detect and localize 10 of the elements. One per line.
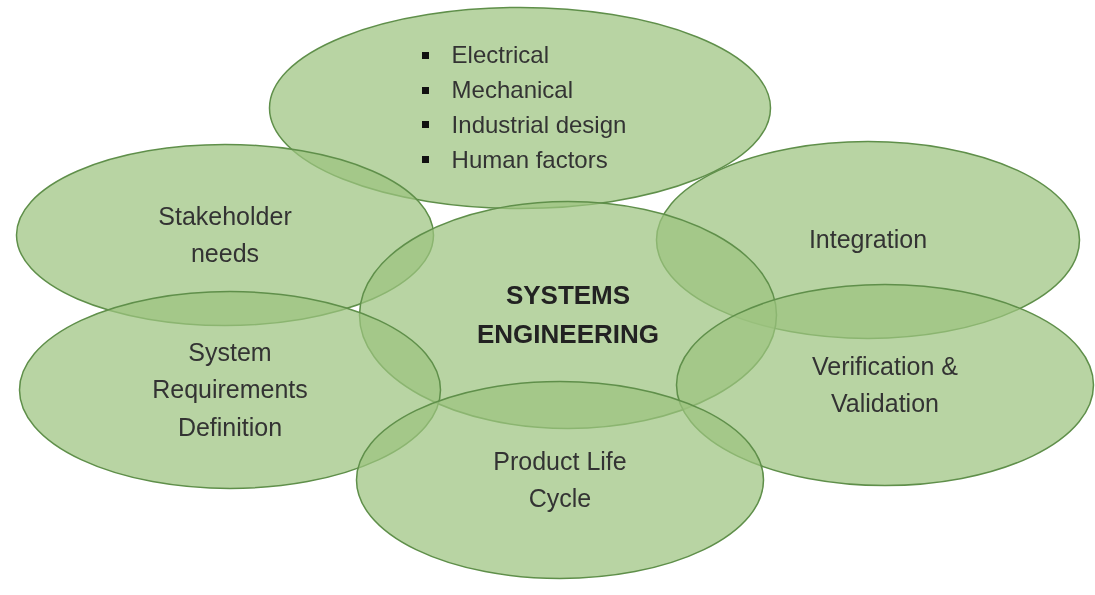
bullet-item: Industrial design [413, 108, 627, 143]
central-title: SYSTEMS ENGINEERING [476, 279, 660, 351]
topic-label: Integration [808, 224, 928, 256]
bullet-item: Mechanical [413, 73, 573, 108]
topic-label: Product Life Cycle [492, 445, 628, 514]
topic-label: Stakeholder needs [157, 200, 293, 269]
bullet-item: Electrical [413, 38, 549, 74]
topic-label: System Requirements Definition [151, 336, 309, 443]
topic-label: Verification & Validation [811, 350, 959, 419]
bullet-item: Human factors [413, 142, 608, 178]
